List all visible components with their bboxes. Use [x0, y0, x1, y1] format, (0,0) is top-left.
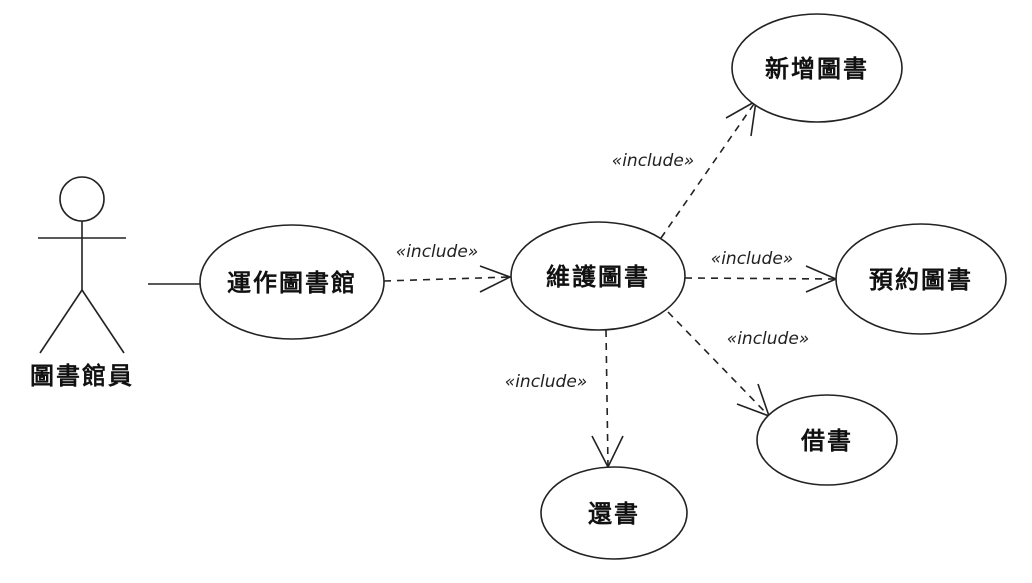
stereotype-maintain-reserve: «include» — [711, 249, 794, 269]
include-maintain-reserve: «include» — [684, 249, 839, 293]
include-maintain-add: «include» — [612, 99, 758, 239]
stereotype-maintain-return: «include» — [505, 372, 588, 392]
use-case-borrow-book: 借書 — [756, 394, 898, 486]
include-maintain-return: «include» — [505, 329, 624, 469]
use-case-return-book: 還書 — [540, 466, 688, 560]
actor-librarian: 圖書館員 — [30, 176, 134, 390]
stereotype-operate-maintain: «include» — [396, 242, 479, 262]
use-case-borrow-label: 借書 — [800, 427, 853, 455]
use-case-reserve-label: 預約圖書 — [869, 266, 973, 294]
actor-head — [59, 176, 105, 222]
actor-name: 圖書館員 — [30, 362, 134, 390]
use-case-operate-library: 運作圖書館 — [199, 224, 385, 340]
use-case-return-label: 還書 — [588, 500, 640, 528]
include-line-maintain-reserve — [684, 277, 837, 280]
include-line-maintain-add — [660, 100, 757, 239]
use-case-add-books: 新增圖書 — [731, 13, 903, 123]
use-case-maintain-books: 維護圖書 — [510, 221, 686, 331]
use-case-maintain-ellipse — [510, 221, 686, 331]
actor-right-leg — [81, 289, 125, 354]
use-case-borrow-ellipse — [756, 394, 898, 486]
actor-left-leg — [39, 289, 83, 354]
include-line-maintain-return — [605, 329, 609, 468]
use-case-reserve-ellipse — [835, 223, 1007, 335]
include-maintain-borrow: «include» — [667, 311, 810, 418]
use-case-add-label: 新增圖書 — [765, 55, 869, 83]
use-case-maintain-label: 維護圖書 — [546, 263, 650, 291]
stereotype-maintain-add: «include» — [612, 151, 695, 171]
arrowhead-maintain — [479, 265, 513, 293]
use-case-add-ellipse — [731, 13, 903, 123]
include-line-maintain-borrow — [667, 311, 770, 417]
include-line-operate-maintain — [383, 276, 511, 282]
stereotype-maintain-borrow: «include» — [727, 329, 810, 349]
use-case-reserve-books: 預約圖書 — [835, 223, 1007, 335]
use-case-operate-label: 運作圖書館 — [227, 269, 357, 297]
include-operate-maintain: «include» — [383, 242, 513, 293]
use-case-operate-ellipse — [199, 224, 385, 340]
use-case-return-ellipse — [540, 466, 688, 560]
